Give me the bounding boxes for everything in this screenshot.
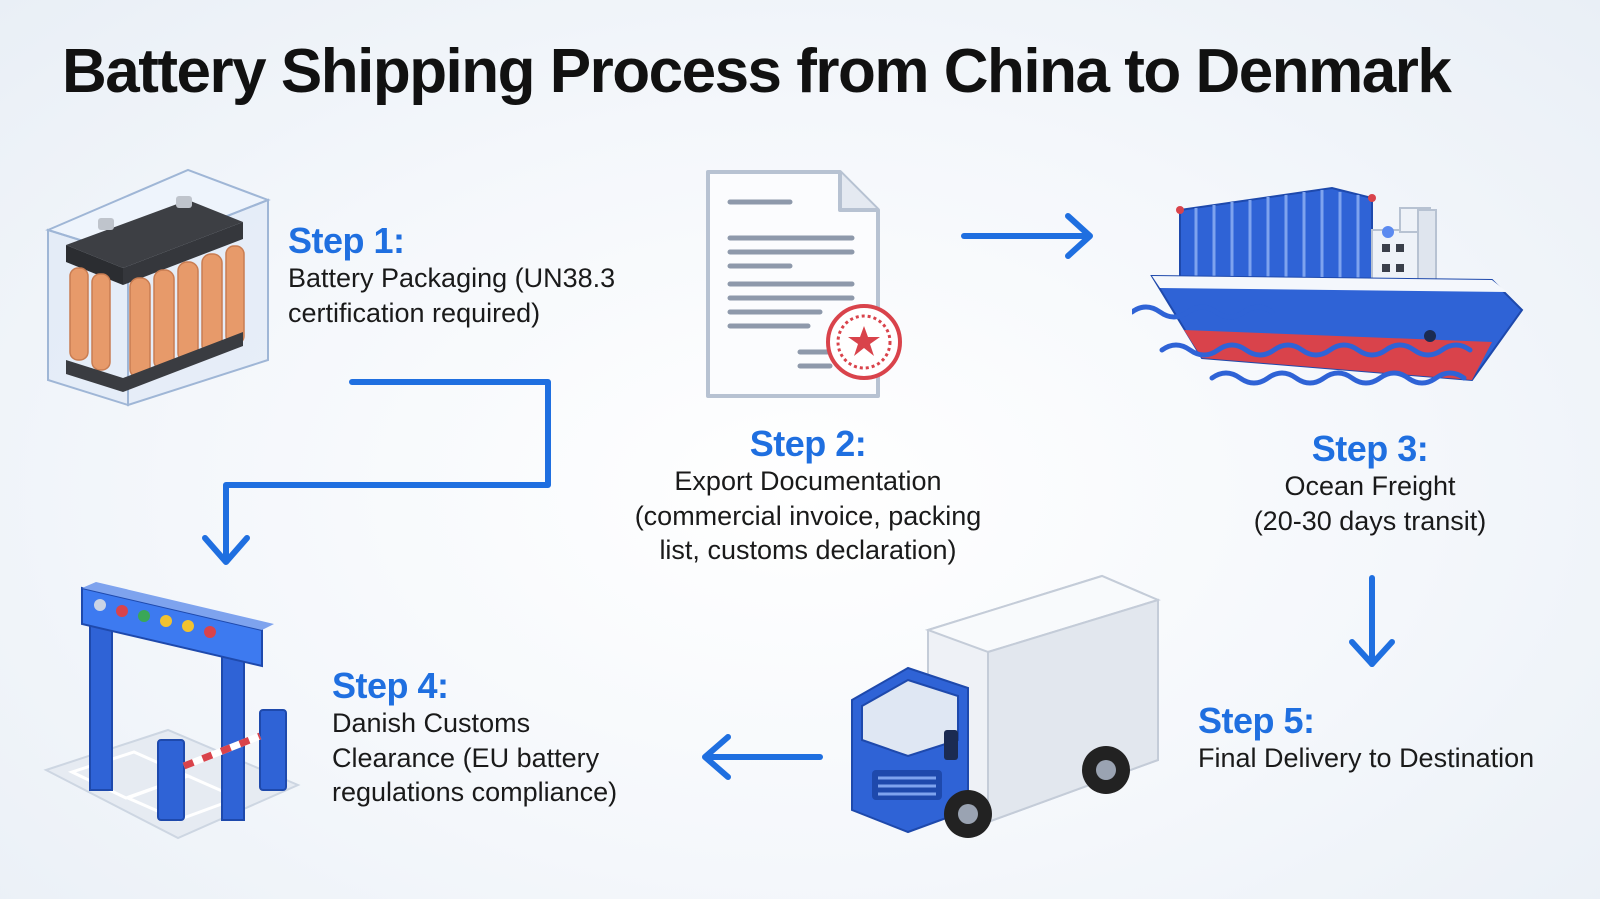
document-icon bbox=[706, 170, 902, 398]
step-2-description-line: Export Documentation bbox=[674, 466, 942, 497]
step-4: Step 4: Danish Customs Clearance (EU bat… bbox=[332, 665, 617, 809]
step-1-description-line: Battery Packaging (UN38.3 bbox=[288, 263, 616, 294]
step-3-description-line: Ocean Freight bbox=[1284, 471, 1456, 502]
arrow-step3-to-step5 bbox=[1349, 575, 1395, 667]
page-title: Battery Shipping Process from China to D… bbox=[62, 37, 1452, 106]
step-2-description-line: list, customs declaration) bbox=[659, 534, 957, 565]
step-1-label: Step 1: bbox=[288, 220, 405, 261]
step-2-label: Step 2: bbox=[749, 423, 867, 464]
cargo-ship-icon bbox=[1132, 186, 1524, 386]
step-4-description-line: regulations compliance) bbox=[332, 776, 618, 807]
step-5-label: Step 5: bbox=[1198, 700, 1315, 741]
step-3-description-line: (20-30 days transit) bbox=[1253, 505, 1487, 536]
delivery-truck-icon bbox=[851, 574, 1161, 838]
step-1: Step 1: Battery Packaging (UN38.3 certif… bbox=[288, 220, 615, 330]
step-4-description-line: Clearance (EU battery bbox=[332, 742, 600, 773]
seal-icon bbox=[826, 304, 902, 380]
step-4-description-line: Danish Customs bbox=[332, 708, 531, 739]
battery-icon bbox=[45, 168, 271, 407]
step-3-label: Step 3: bbox=[1311, 428, 1429, 469]
step-2-description-line: (commercial invoice, packing bbox=[634, 500, 982, 531]
arrow-step2-to-step3 bbox=[961, 213, 1093, 259]
step-5: Step 5: Final Delivery to Destination bbox=[1198, 700, 1534, 776]
step-5-description-line: Final Delivery to Destination bbox=[1198, 743, 1535, 774]
arrow-step5-to-step4 bbox=[702, 734, 823, 780]
step-1-description-line: certification required) bbox=[288, 297, 541, 328]
customs-gate-icon bbox=[43, 582, 301, 840]
step-2: Step 2: Export Documentation (commercial… bbox=[598, 423, 1018, 567]
step-3: Step 3: Ocean Freight (20-30 days transi… bbox=[1200, 428, 1540, 538]
step-4-label: Step 4: bbox=[332, 665, 449, 706]
